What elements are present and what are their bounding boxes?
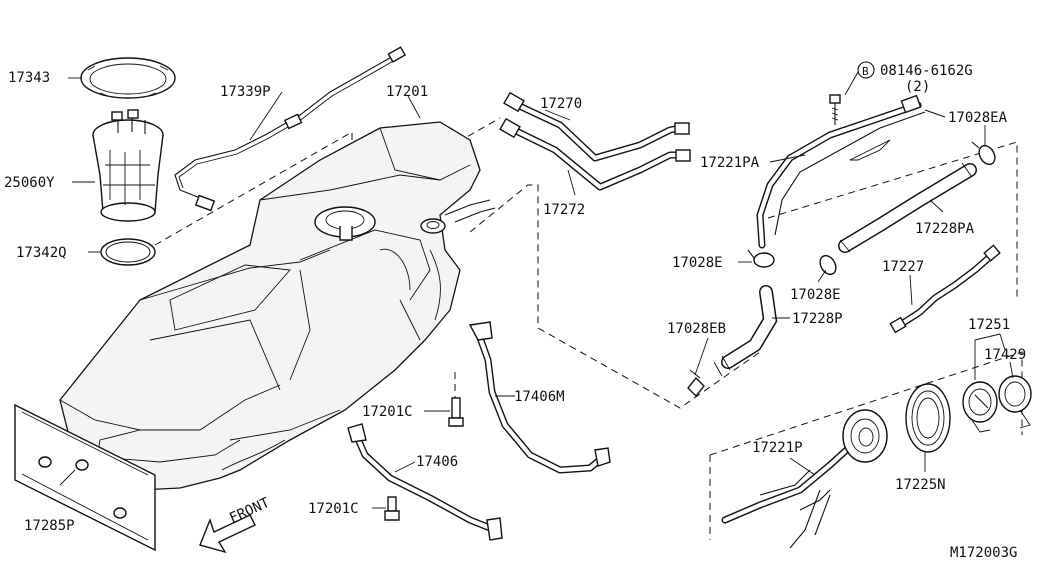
fuel-pump-assembly-25060Y xyxy=(92,109,164,222)
bolts-17201C xyxy=(384,397,464,521)
filler-tube-17221P xyxy=(721,409,888,549)
protector-17285P xyxy=(14,403,156,552)
label-17406M: 17406M xyxy=(514,389,565,405)
label-17285P: 17285P xyxy=(24,518,75,534)
label-17225N: 17225N xyxy=(895,477,946,493)
label-17270: 17270 xyxy=(540,96,582,112)
strap-17406 xyxy=(347,423,503,541)
label-17429: 17429 xyxy=(984,347,1026,363)
hose-17228PA xyxy=(838,162,977,253)
label-17028EB: 17028EB xyxy=(667,321,726,337)
label-17028EA: 17028EA xyxy=(948,110,1008,126)
label-17221PA: 17221PA xyxy=(700,155,760,171)
diagram-code: M172003G xyxy=(950,545,1017,561)
cap-17429 xyxy=(998,375,1032,429)
filler-cap-17251 xyxy=(962,381,998,433)
front-arrow xyxy=(199,514,256,554)
label-17342Q: 17342Q xyxy=(16,245,67,261)
label-17406: 17406 xyxy=(416,454,458,470)
breather-tube-17227 xyxy=(889,244,1001,334)
label-17201C-upper: 17201C xyxy=(362,404,413,420)
label-17227: 17227 xyxy=(882,259,924,275)
bolt-08146-6162G xyxy=(829,61,875,125)
gasket-17225N xyxy=(905,383,951,453)
fuel-tubes-17270-17272 xyxy=(499,91,691,191)
harness-17339P xyxy=(174,46,407,212)
leader-lines xyxy=(59,71,1014,509)
part-labels: 17343 17339P 17201 17270 17272 25060Y 17… xyxy=(4,63,1026,561)
label-17028E-right: 17028E xyxy=(790,287,841,303)
label-17201C-lower: 17201C xyxy=(308,501,359,517)
label-17343: 17343 xyxy=(8,70,50,86)
label-17228P: 17228P xyxy=(792,311,843,327)
gasket-17342Q xyxy=(100,238,156,266)
fuel-tank xyxy=(59,121,496,491)
label-17272: 17272 xyxy=(543,202,585,218)
label-17028E-left: 17028E xyxy=(672,255,723,271)
label-08146-6162G: 08146-6162G xyxy=(880,63,973,79)
lock-ring-17343 xyxy=(80,57,176,99)
clamps xyxy=(687,141,996,398)
label-17251: 17251 xyxy=(968,317,1010,333)
label-17201: 17201 xyxy=(386,84,428,100)
label-17228PA: 17228PA xyxy=(915,221,975,237)
bolt-mark-label: B xyxy=(862,65,869,78)
strap-17406M xyxy=(468,321,611,474)
label-17221P: 17221P xyxy=(752,440,803,456)
hose-17228P xyxy=(713,285,778,377)
label-25060Y: 25060Y xyxy=(4,175,55,191)
label-bolt-qty: (2) xyxy=(905,79,930,95)
label-17339P: 17339P xyxy=(220,84,271,100)
